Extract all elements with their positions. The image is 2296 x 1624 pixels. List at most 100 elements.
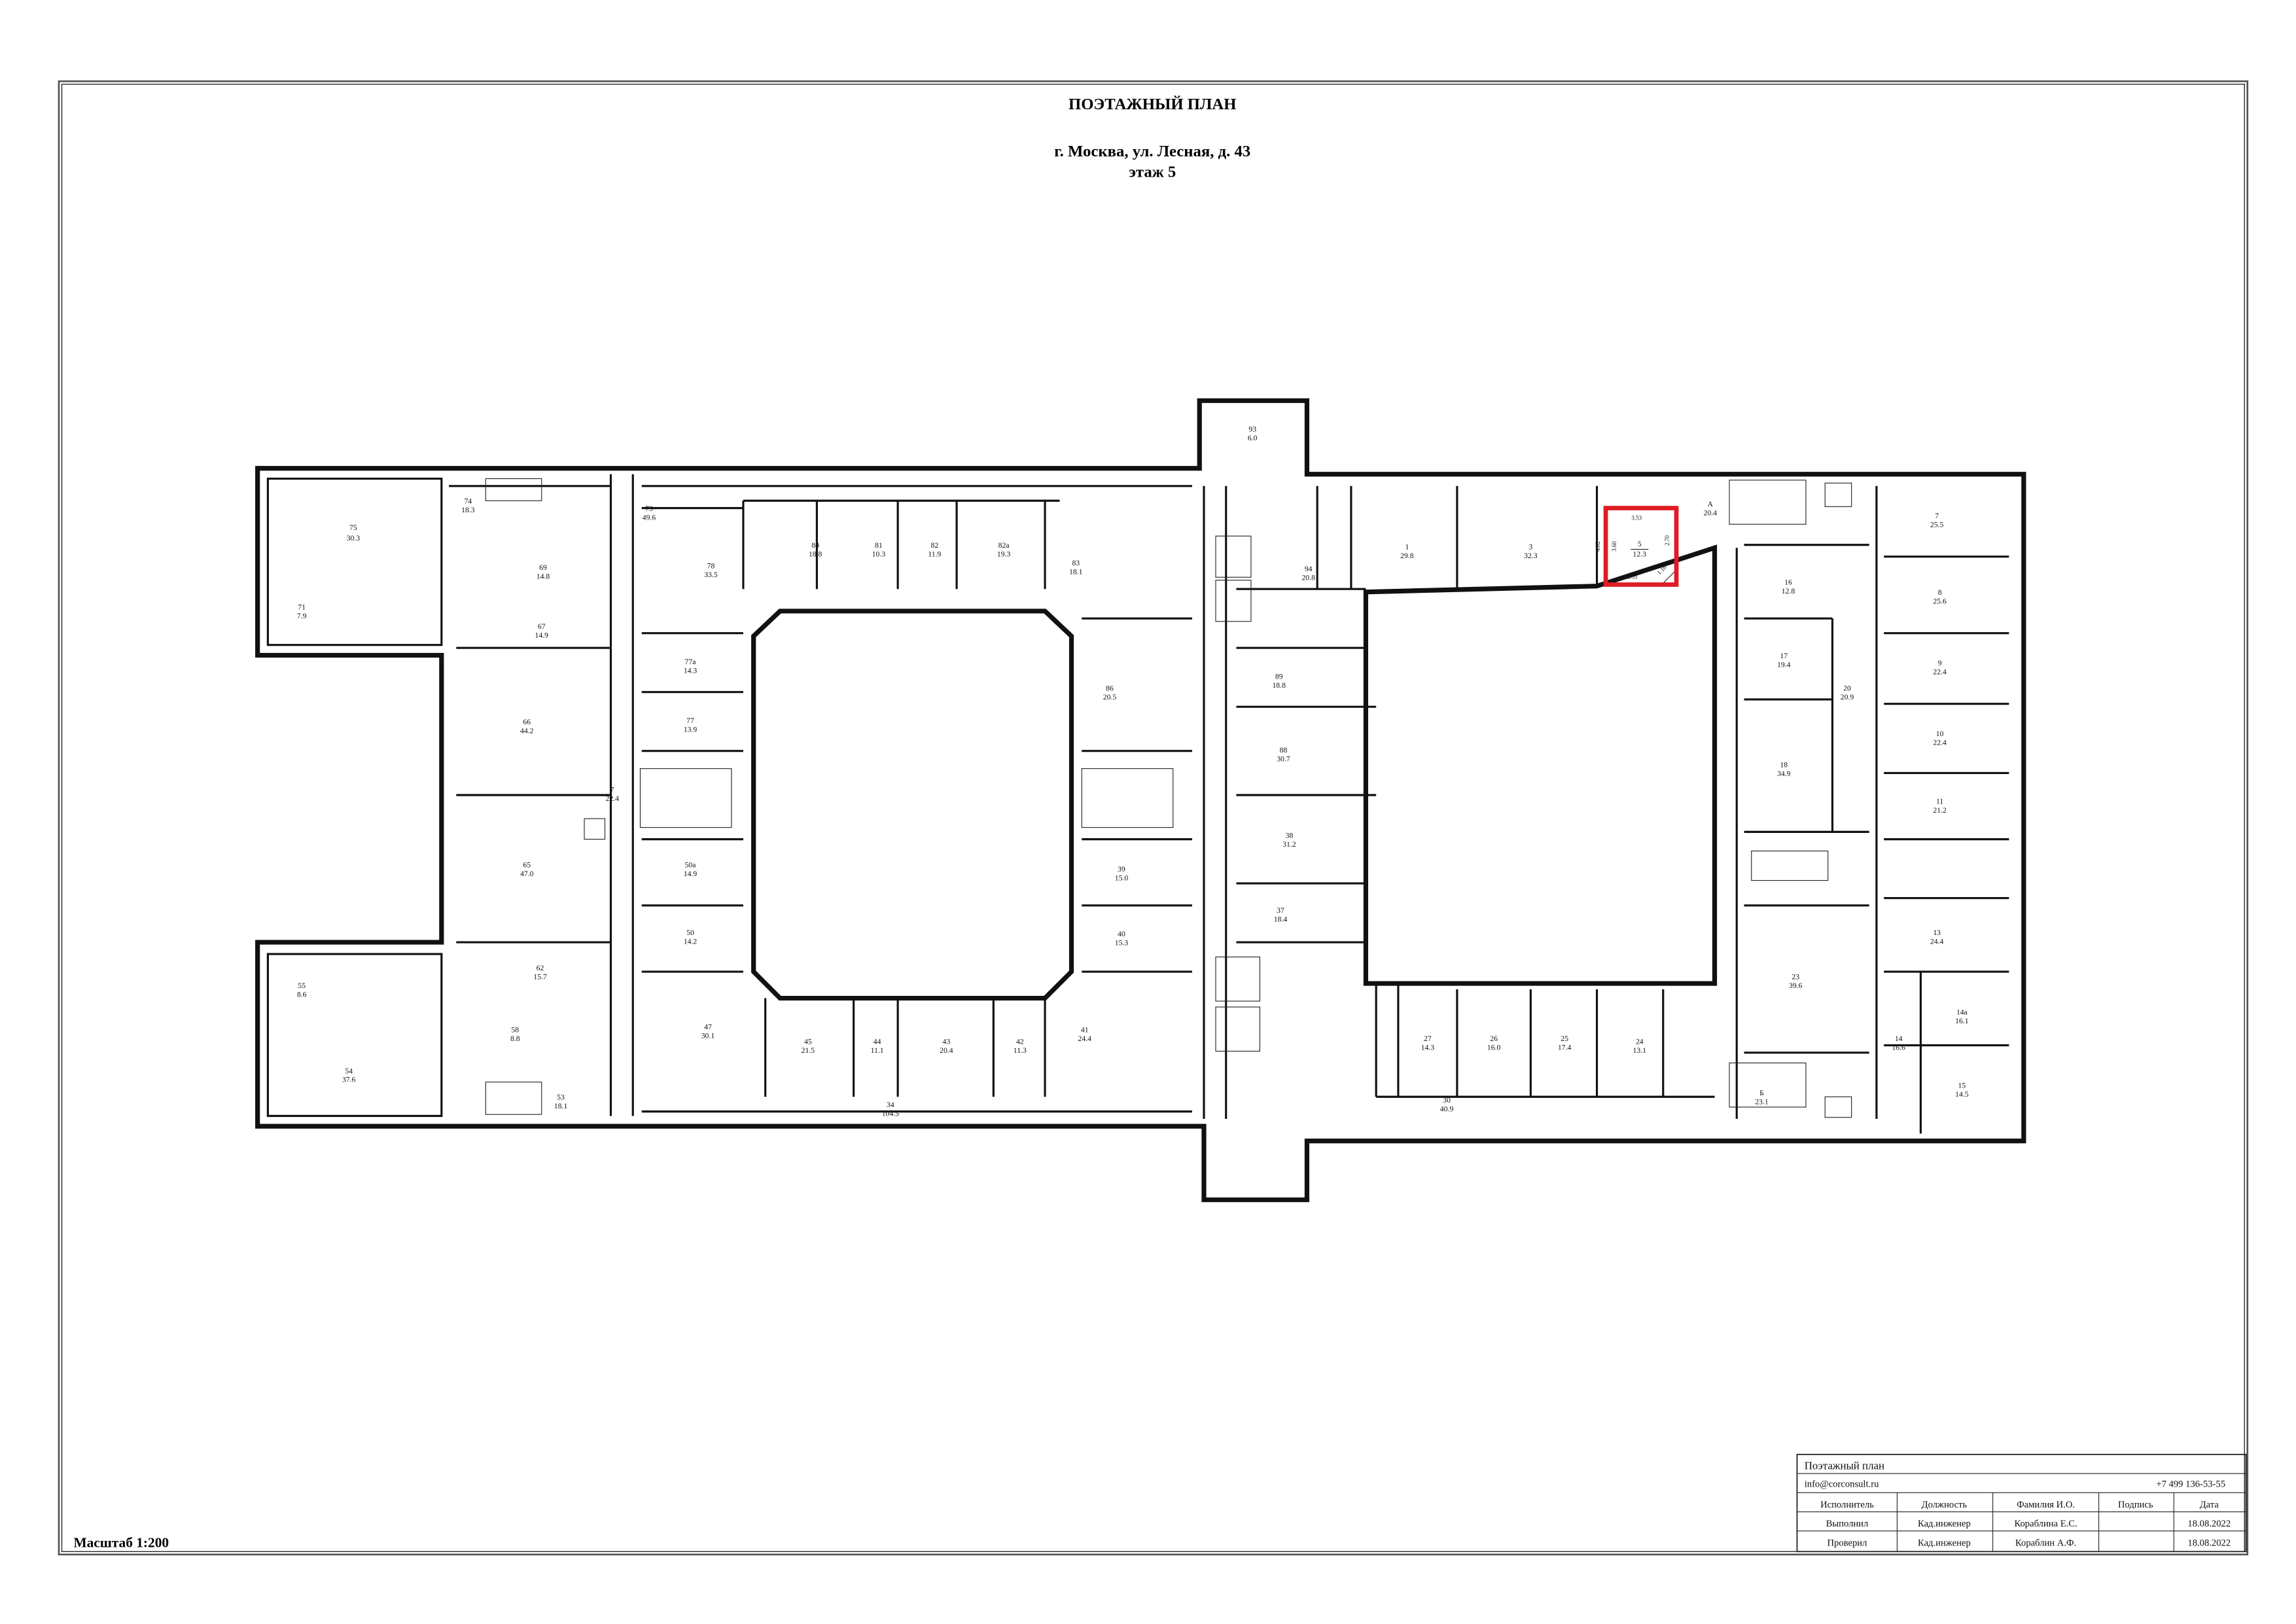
svg-text:71: 71	[298, 603, 306, 612]
svg-text:73: 73	[645, 504, 653, 513]
svg-text:14: 14	[1895, 1034, 1903, 1043]
svg-text:82а: 82а	[998, 541, 1010, 550]
sheet-border	[58, 80, 2249, 1556]
svg-text:20.8: 20.8	[1301, 574, 1315, 582]
svg-text:23.1: 23.1	[1755, 1097, 1769, 1106]
svg-text:93: 93	[1248, 425, 1256, 434]
svg-text:14.9: 14.9	[535, 631, 549, 639]
svg-text:33.5: 33.5	[704, 571, 718, 579]
title-block-email: info@corconsult.ru	[1805, 1479, 1879, 1489]
svg-text:53: 53	[557, 1093, 565, 1102]
svg-text:32.3: 32.3	[1524, 552, 1538, 560]
svg-text:24.4: 24.4	[1930, 937, 1944, 945]
svg-text:16.6: 16.6	[1892, 1043, 1905, 1051]
svg-text:17.4: 17.4	[1558, 1043, 1572, 1051]
svg-text:А: А	[1708, 500, 1714, 508]
svg-text:104.5: 104.5	[882, 1109, 899, 1118]
svg-text:Б: Б	[1759, 1089, 1764, 1097]
svg-text:7: 7	[1935, 512, 1939, 520]
svg-text:82: 82	[930, 541, 938, 550]
svg-text:10: 10	[1936, 730, 1944, 738]
svg-text:22.4: 22.4	[1933, 668, 1947, 677]
svg-text:77: 77	[686, 716, 694, 725]
row-cell: 18.08.2022	[2187, 1519, 2231, 1529]
svg-text:20.4: 20.4	[940, 1046, 953, 1055]
title-block-title: Поэтажный план	[1805, 1459, 1884, 1472]
svg-text:47.0: 47.0	[520, 870, 534, 878]
row-cell: Выполнил	[1826, 1519, 1869, 1529]
svg-text:43: 43	[942, 1037, 950, 1046]
svg-text:38: 38	[1286, 831, 1294, 839]
svg-text:18.8: 18.8	[809, 550, 822, 559]
svg-text:19.3: 19.3	[997, 550, 1011, 559]
svg-text:65: 65	[523, 860, 531, 869]
col-header: Подпись	[2118, 1500, 2153, 1510]
svg-text:50а: 50а	[685, 860, 697, 869]
svg-text:42: 42	[1016, 1037, 1024, 1046]
page-title: ПОЭТАЖНЫЙ ПЛАН	[1069, 95, 1237, 113]
svg-text:14.9: 14.9	[684, 870, 698, 878]
svg-text:20.5: 20.5	[1103, 693, 1117, 701]
svg-text:22.4: 22.4	[606, 794, 620, 803]
svg-text:44.2: 44.2	[520, 727, 534, 735]
svg-text:17: 17	[1780, 652, 1788, 660]
svg-text:2.55: 2.55	[1627, 573, 1638, 580]
svg-text:39.6: 39.6	[1789, 981, 1803, 990]
svg-text:21.2: 21.2	[1933, 806, 1947, 815]
room-label: 717.9	[297, 603, 307, 620]
svg-text:55: 55	[298, 981, 306, 990]
svg-text:30: 30	[1443, 1096, 1451, 1104]
svg-text:69: 69	[539, 563, 547, 572]
room-label: 332.3	[1524, 542, 1538, 559]
svg-text:15.7: 15.7	[533, 972, 547, 981]
svg-text:88: 88	[1280, 746, 1288, 754]
svg-text:14.3: 14.3	[684, 666, 698, 675]
svg-text:37: 37	[1277, 906, 1284, 915]
svg-text:7: 7	[610, 786, 614, 794]
svg-text:21.5: 21.5	[802, 1046, 815, 1055]
room-label: 558.6	[297, 981, 307, 998]
svg-text:40.9: 40.9	[1440, 1105, 1454, 1114]
svg-text:25.6: 25.6	[1933, 597, 1947, 606]
svg-text:14.2: 14.2	[684, 937, 698, 945]
svg-text:47: 47	[704, 1023, 712, 1031]
highlighted-room-5[interactable]: 5 12.3 3.53 3.60 2.70 2.55 1.16 4.02	[1595, 506, 1679, 587]
title-block-phone: +7 499 136-53-55	[2156, 1479, 2225, 1489]
svg-text:83: 83	[1072, 559, 1080, 567]
svg-text:34.9: 34.9	[1777, 769, 1791, 778]
room-label: Б23.1	[1755, 1089, 1769, 1106]
svg-text:89: 89	[1275, 672, 1283, 680]
svg-text:3.53: 3.53	[1631, 515, 1642, 521]
svg-text:13.9: 13.9	[684, 725, 698, 733]
svg-text:8.6: 8.6	[297, 990, 307, 998]
svg-text:80: 80	[811, 541, 819, 550]
svg-text:67: 67	[538, 622, 546, 631]
svg-text:30.3: 30.3	[347, 534, 361, 542]
svg-text:5: 5	[1638, 540, 1642, 548]
svg-text:40: 40	[1118, 930, 1125, 938]
stairwells	[485, 478, 1852, 1118]
svg-text:14.8: 14.8	[537, 572, 550, 580]
svg-text:10.3: 10.3	[872, 550, 886, 559]
svg-text:62: 62	[537, 964, 544, 972]
svg-text:15: 15	[1958, 1082, 1966, 1090]
